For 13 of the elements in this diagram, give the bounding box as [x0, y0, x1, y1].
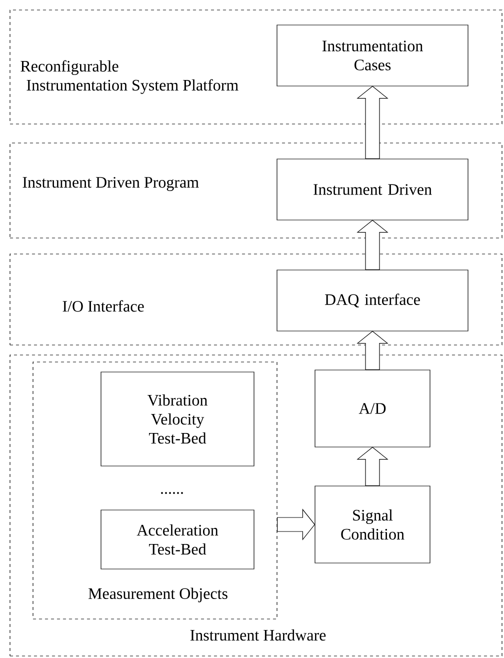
- process-box: Acceleration Test-Bed: [100, 510, 254, 570]
- block-arrow: [277, 508, 316, 540]
- process-box: A/D: [314, 370, 430, 448]
- process-box: Signal Condition: [314, 486, 430, 564]
- ellipsis: ......: [161, 492, 183, 494]
- process-box: Vibration Velocity Test-Bed: [100, 372, 254, 466]
- process-box: DAQ interface: [276, 270, 468, 332]
- block-arrow: [356, 446, 388, 486]
- block-arrow: [356, 220, 388, 270]
- block-arrow: [356, 330, 388, 370]
- process-box: Instrument Driven: [276, 158, 468, 220]
- process-box: Instrumentation Cases: [276, 24, 468, 86]
- block-arrow: [356, 86, 388, 159]
